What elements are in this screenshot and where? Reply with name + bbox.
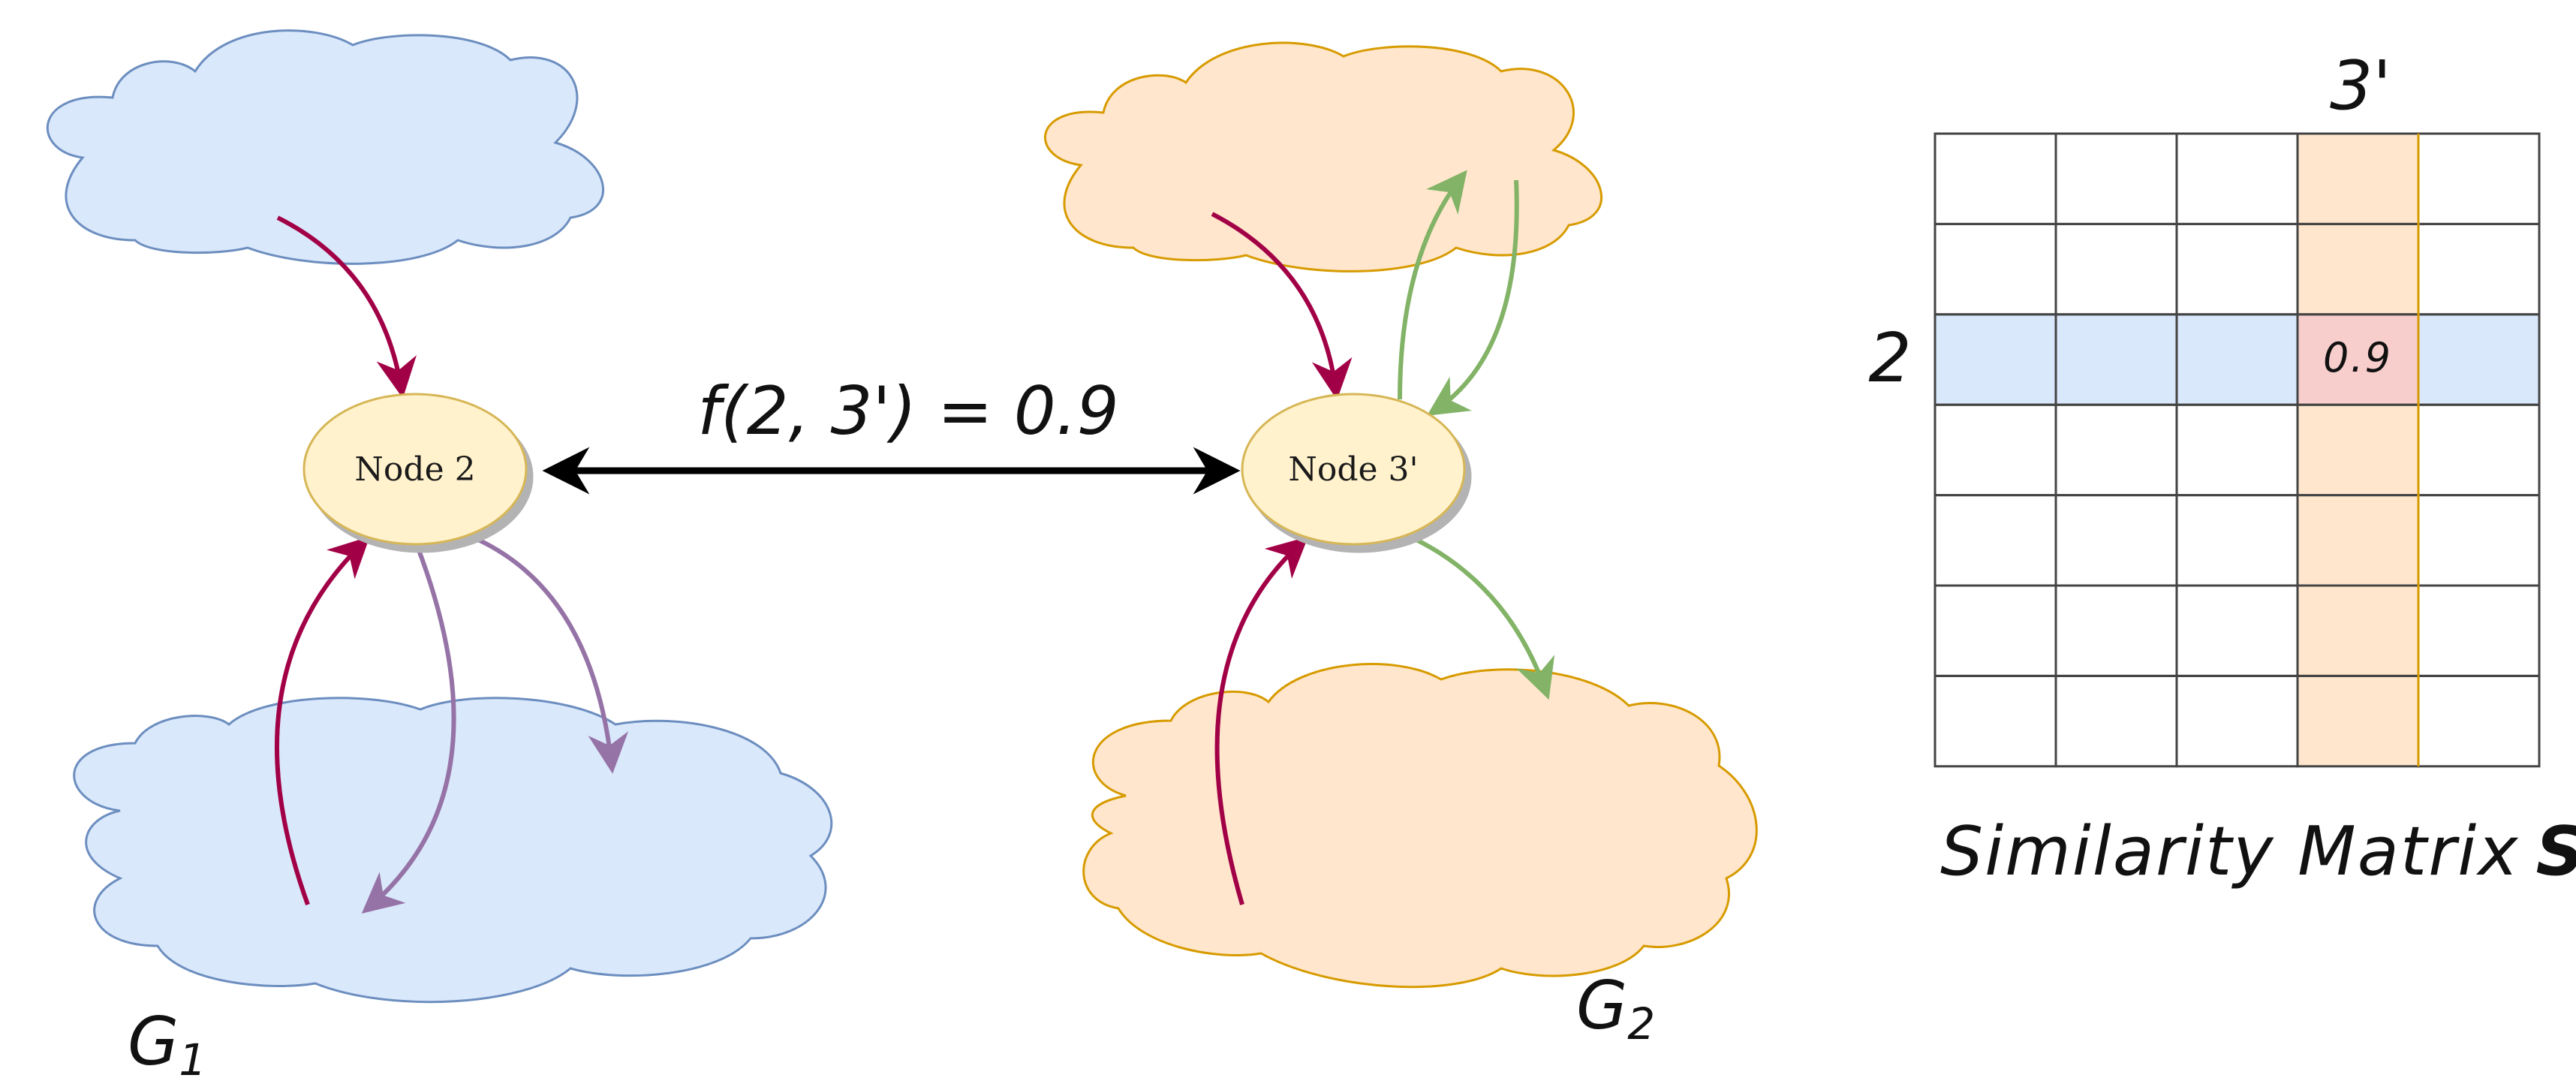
matrix-cell — [1934, 132, 2057, 225]
g1-edge-node2-to-bottom-b — [475, 537, 629, 774]
g2-label: G2 — [1576, 967, 1655, 1049]
matrix-grid — [1934, 132, 2541, 768]
matrix-cell — [2417, 222, 2541, 316]
g1-edge-top-to-node2 — [276, 215, 417, 399]
matrix-cell — [1934, 674, 2057, 768]
matrix-cell — [2054, 132, 2178, 225]
matrix-cell — [2417, 494, 2541, 587]
matrix-cell — [2417, 132, 2541, 225]
g1-bottom-cloud — [73, 697, 833, 1004]
matrix-cell — [2417, 674, 2541, 768]
matrix-cell — [2054, 584, 2178, 677]
similarity-function-label: f(2, 3') = 0.9 — [697, 372, 1118, 450]
g2-edge-top-to-node3-green — [1426, 179, 1519, 416]
g1-edge-node2-to-bottom-a — [361, 543, 456, 914]
node-3-prime-label: Node 3' — [1288, 450, 1418, 489]
matrix-cell — [2175, 403, 2299, 497]
matrix-cell — [1934, 584, 2057, 677]
g1-top-cloud — [46, 29, 604, 265]
matrix-cell — [1934, 494, 2057, 587]
node-2-label: Node 2 — [354, 450, 475, 489]
g2-edge-bottom-to-node3 — [1214, 536, 1309, 905]
matrix-cell — [2175, 132, 2299, 225]
matrix-cell — [2417, 403, 2541, 497]
matrix-cell — [2054, 494, 2178, 587]
g2-edge-node3-to-top — [1398, 170, 1467, 400]
g1-edge-bottom-to-node2 — [274, 536, 370, 906]
g2-edge-top-to-node3 — [1211, 212, 1353, 400]
matrix-title: Similarity MatrixS — [1940, 812, 2576, 891]
matrix-col-highlight — [2298, 134, 2418, 766]
matrix-cell — [2175, 674, 2299, 768]
matrix-cell — [1934, 222, 2057, 316]
g2-edge-node3-to-bottom — [1413, 537, 1555, 700]
matrix-cell — [2054, 222, 2178, 316]
g1-label: G1 — [128, 1003, 206, 1084]
matrix-row-label: 2 — [1868, 319, 1911, 398]
matrix-cell — [1934, 403, 2057, 497]
similarity-matrix: 0.9 2 3' Similarity MatrixS — [1868, 47, 2576, 891]
matrix-cell — [2054, 403, 2178, 497]
matrix-cell-value: 0.9 — [2323, 334, 2392, 381]
matrix-cell — [2175, 494, 2299, 587]
matrix-cell — [2417, 584, 2541, 677]
g2-bottom-cloud — [1082, 663, 1758, 989]
node-2[interactable]: Node 2 — [302, 393, 528, 546]
matrix-cell — [2054, 674, 2178, 768]
matrix-cell-highlight — [2298, 315, 2418, 405]
matrix-row-highlight — [1935, 315, 2539, 405]
matrix-cell — [2175, 222, 2299, 316]
node-3-prime[interactable]: Node 3' — [1241, 393, 1466, 546]
matrix-cell — [2175, 584, 2299, 677]
matrix-col-label: 3' — [2330, 47, 2391, 125]
